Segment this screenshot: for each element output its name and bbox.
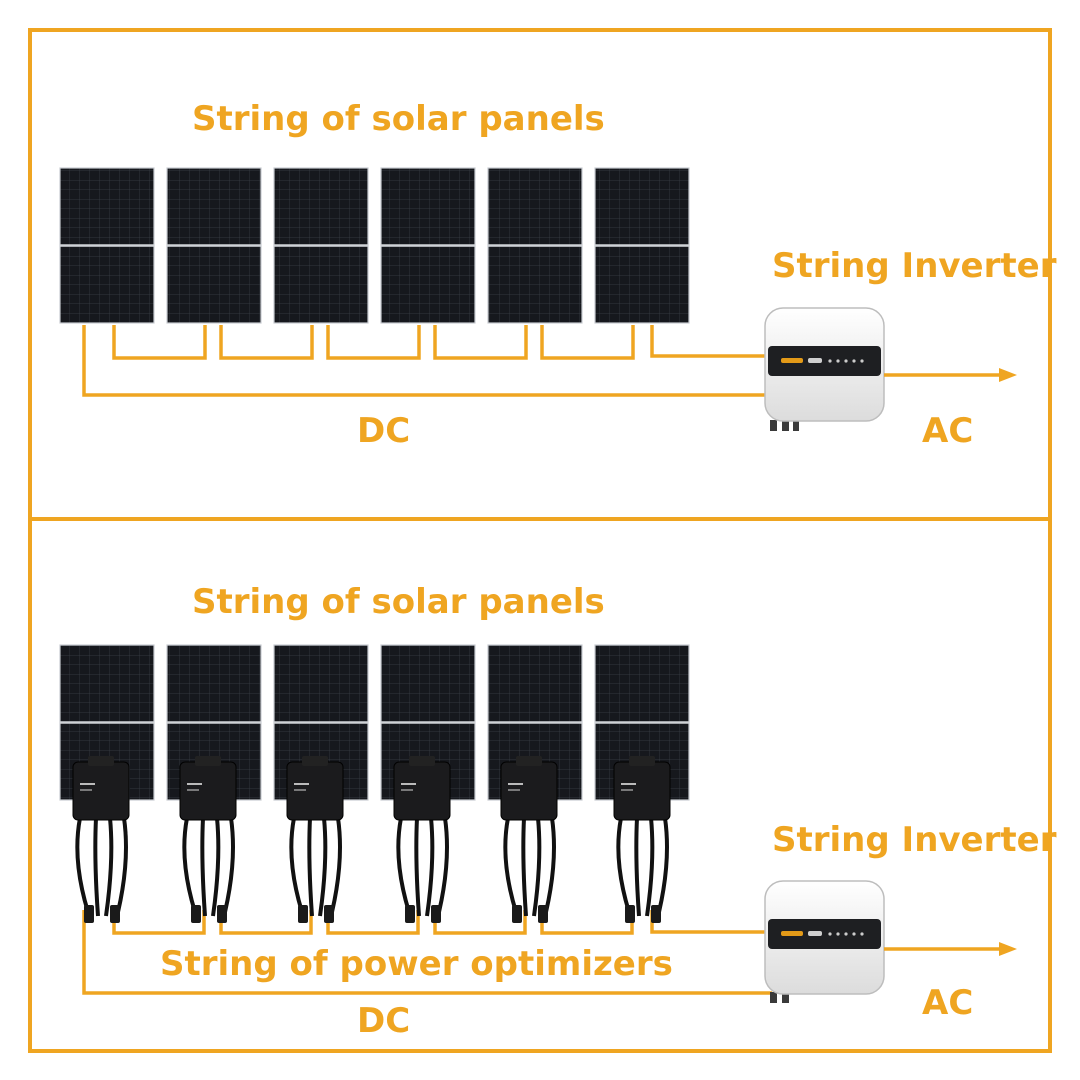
- bottom-panels-label: String of solar panels: [192, 582, 605, 622]
- power-optimizer-icon: [179, 756, 237, 923]
- arrow-right-icon: [884, 368, 1017, 382]
- top-dc-wiring: [82, 325, 772, 397]
- power-optimizer-string: [72, 756, 671, 923]
- solar-panel-icon: [487, 167, 583, 324]
- top-section: String of solar panels String Inverter D…: [59, 99, 1057, 451]
- power-optimizer-icon: [393, 756, 451, 923]
- bottom-panel-string: [59, 644, 690, 801]
- power-optimizer-icon: [613, 756, 671, 923]
- top-ac-label: AC: [922, 411, 973, 451]
- power-optimizer-icon: [72, 756, 130, 923]
- optimizers-label: String of power optimizers: [160, 944, 673, 984]
- arrow-right-icon: [884, 942, 1017, 956]
- solar-panel-icon: [166, 167, 262, 324]
- top-inverter-label: String Inverter: [772, 246, 1057, 286]
- top-panel-string: [59, 167, 690, 324]
- bottom-inverter-label: String Inverter: [772, 820, 1057, 860]
- bottom-section-frame: [28, 517, 1052, 1053]
- string-inverter-icon: [764, 307, 885, 431]
- bottom-section: String of solar panels String Inverter D…: [59, 582, 1057, 1041]
- solar-panel-icon: [594, 167, 690, 324]
- solar-panel-icon: [380, 167, 476, 324]
- bottom-ac-label: AC: [922, 983, 973, 1023]
- top-panels-label: String of solar panels: [192, 99, 605, 139]
- power-optimizer-icon: [286, 756, 344, 923]
- bottom-dc-label: DC: [357, 1001, 410, 1041]
- solar-panel-icon: [273, 167, 369, 324]
- top-dc-label: DC: [357, 411, 410, 451]
- string-inverter-icon: [764, 880, 885, 1003]
- power-optimizer-icon: [500, 756, 558, 923]
- solar-panel-icon: [59, 167, 155, 324]
